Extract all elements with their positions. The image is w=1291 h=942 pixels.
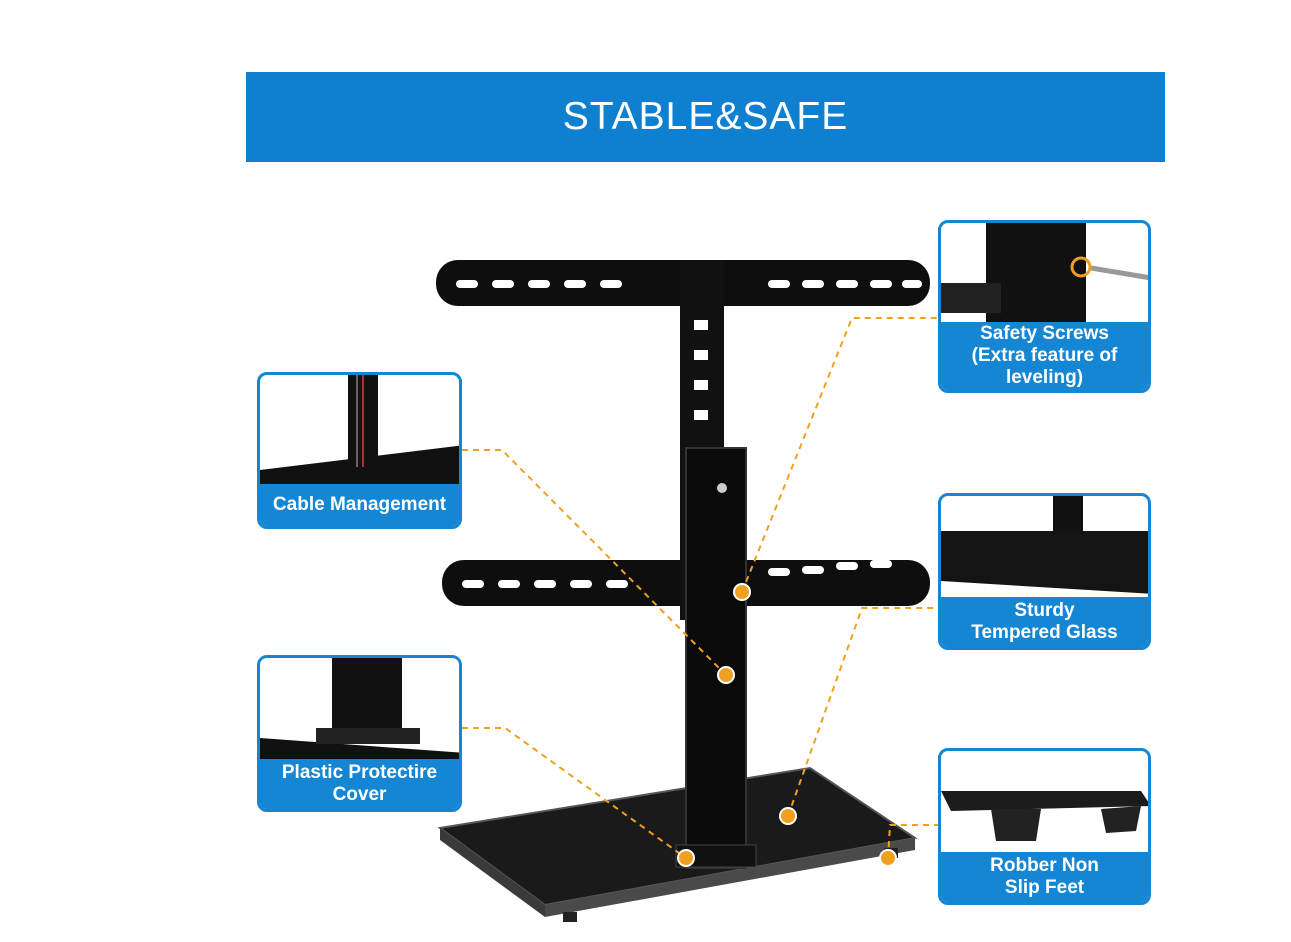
caption-text: Plastic Protectire bbox=[281, 762, 438, 783]
caption-text: Safety Screws bbox=[980, 323, 1109, 344]
caption-text: Cover bbox=[332, 784, 387, 805]
marker-dot bbox=[717, 666, 735, 684]
glass-base bbox=[437, 766, 918, 922]
caption-text: Slip Feet bbox=[1004, 877, 1085, 898]
foot bbox=[563, 912, 577, 922]
callout-tempered-glass: Sturdy Tempered Glass bbox=[938, 493, 1151, 650]
caption-text: leveling) bbox=[1005, 367, 1084, 388]
caption: Sturdy Tempered Glass bbox=[941, 597, 1148, 647]
caption: Safety Screws (Extra feature of leveling… bbox=[941, 322, 1148, 390]
callout-non-slip-feet: Robber Non Slip Feet bbox=[938, 748, 1151, 905]
glass-detail-image bbox=[941, 496, 1148, 594]
caption-text: Sturdy bbox=[1014, 600, 1075, 621]
caption-text: (Extra feature of bbox=[971, 345, 1118, 366]
markers bbox=[677, 583, 897, 867]
callout-plastic-cover: Plastic Protectire Cover bbox=[257, 655, 462, 812]
center-column bbox=[675, 447, 757, 869]
marker-dot bbox=[677, 849, 695, 867]
marker-dot bbox=[733, 583, 751, 601]
cover-detail-image bbox=[260, 658, 459, 768]
screws-detail-image bbox=[941, 223, 1148, 333]
title-banner: STABLE&SAFE bbox=[246, 72, 1165, 162]
caption: Robber Non Slip Feet bbox=[941, 852, 1148, 902]
marker-dot bbox=[879, 849, 897, 867]
leader-lines bbox=[462, 317, 938, 859]
marker-dot bbox=[779, 807, 797, 825]
caption: Plastic Protectire Cover bbox=[260, 759, 459, 809]
callout-cable-management: Cable Management bbox=[257, 372, 462, 529]
cable-detail-image bbox=[260, 375, 459, 495]
caption-text: Robber Non bbox=[990, 855, 1099, 876]
caption: Cable Management bbox=[260, 484, 459, 526]
feet-detail-image bbox=[941, 791, 1148, 841]
banner-title: STABLE&SAFE bbox=[562, 95, 849, 138]
caption-text: Tempered Glass bbox=[971, 622, 1118, 643]
callout-safety-screws: Safety Screws (Extra feature of leveling… bbox=[938, 220, 1151, 393]
caption-text: Cable Management bbox=[272, 494, 447, 515]
